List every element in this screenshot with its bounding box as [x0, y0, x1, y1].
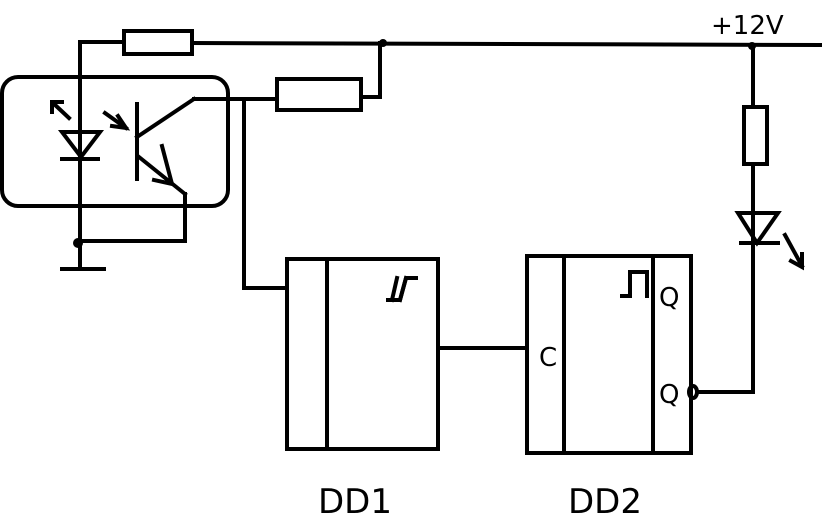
phototransistor-icon — [134, 96, 197, 197]
dd2-output-q-inverted: Q — [659, 380, 679, 410]
output-led-icon — [734, 211, 805, 271]
resistor-r3 — [742, 105, 769, 166]
junction-dot — [73, 238, 83, 248]
dd1-input-wire — [242, 97, 289, 290]
dd2-label: DD2 — [568, 482, 642, 522]
resistor-r2 — [275, 77, 363, 112]
r2-wire — [359, 41, 382, 99]
dd2-flip-flop: C Q Q DD2 — [525, 254, 699, 522]
dd2-output-q: Q — [659, 283, 679, 313]
led-branch-wire — [695, 44, 755, 394]
optocoupler-body — [0, 75, 230, 208]
optocoupler — [0, 75, 230, 208]
led-diode-icon — [57, 130, 105, 161]
emitter-wire — [78, 192, 187, 243]
dd2-input-c: C — [539, 343, 557, 373]
dd1-label: DD1 — [318, 482, 392, 522]
supply-label: +12V — [711, 11, 784, 41]
resistor-r1 — [122, 29, 194, 56]
pulse-icon — [620, 270, 649, 298]
dd1-schmitt-trigger: DD1 — [285, 257, 440, 522]
emitted-light-arrow-icon — [50, 100, 72, 121]
incident-light-arrow-icon — [102, 110, 131, 131]
